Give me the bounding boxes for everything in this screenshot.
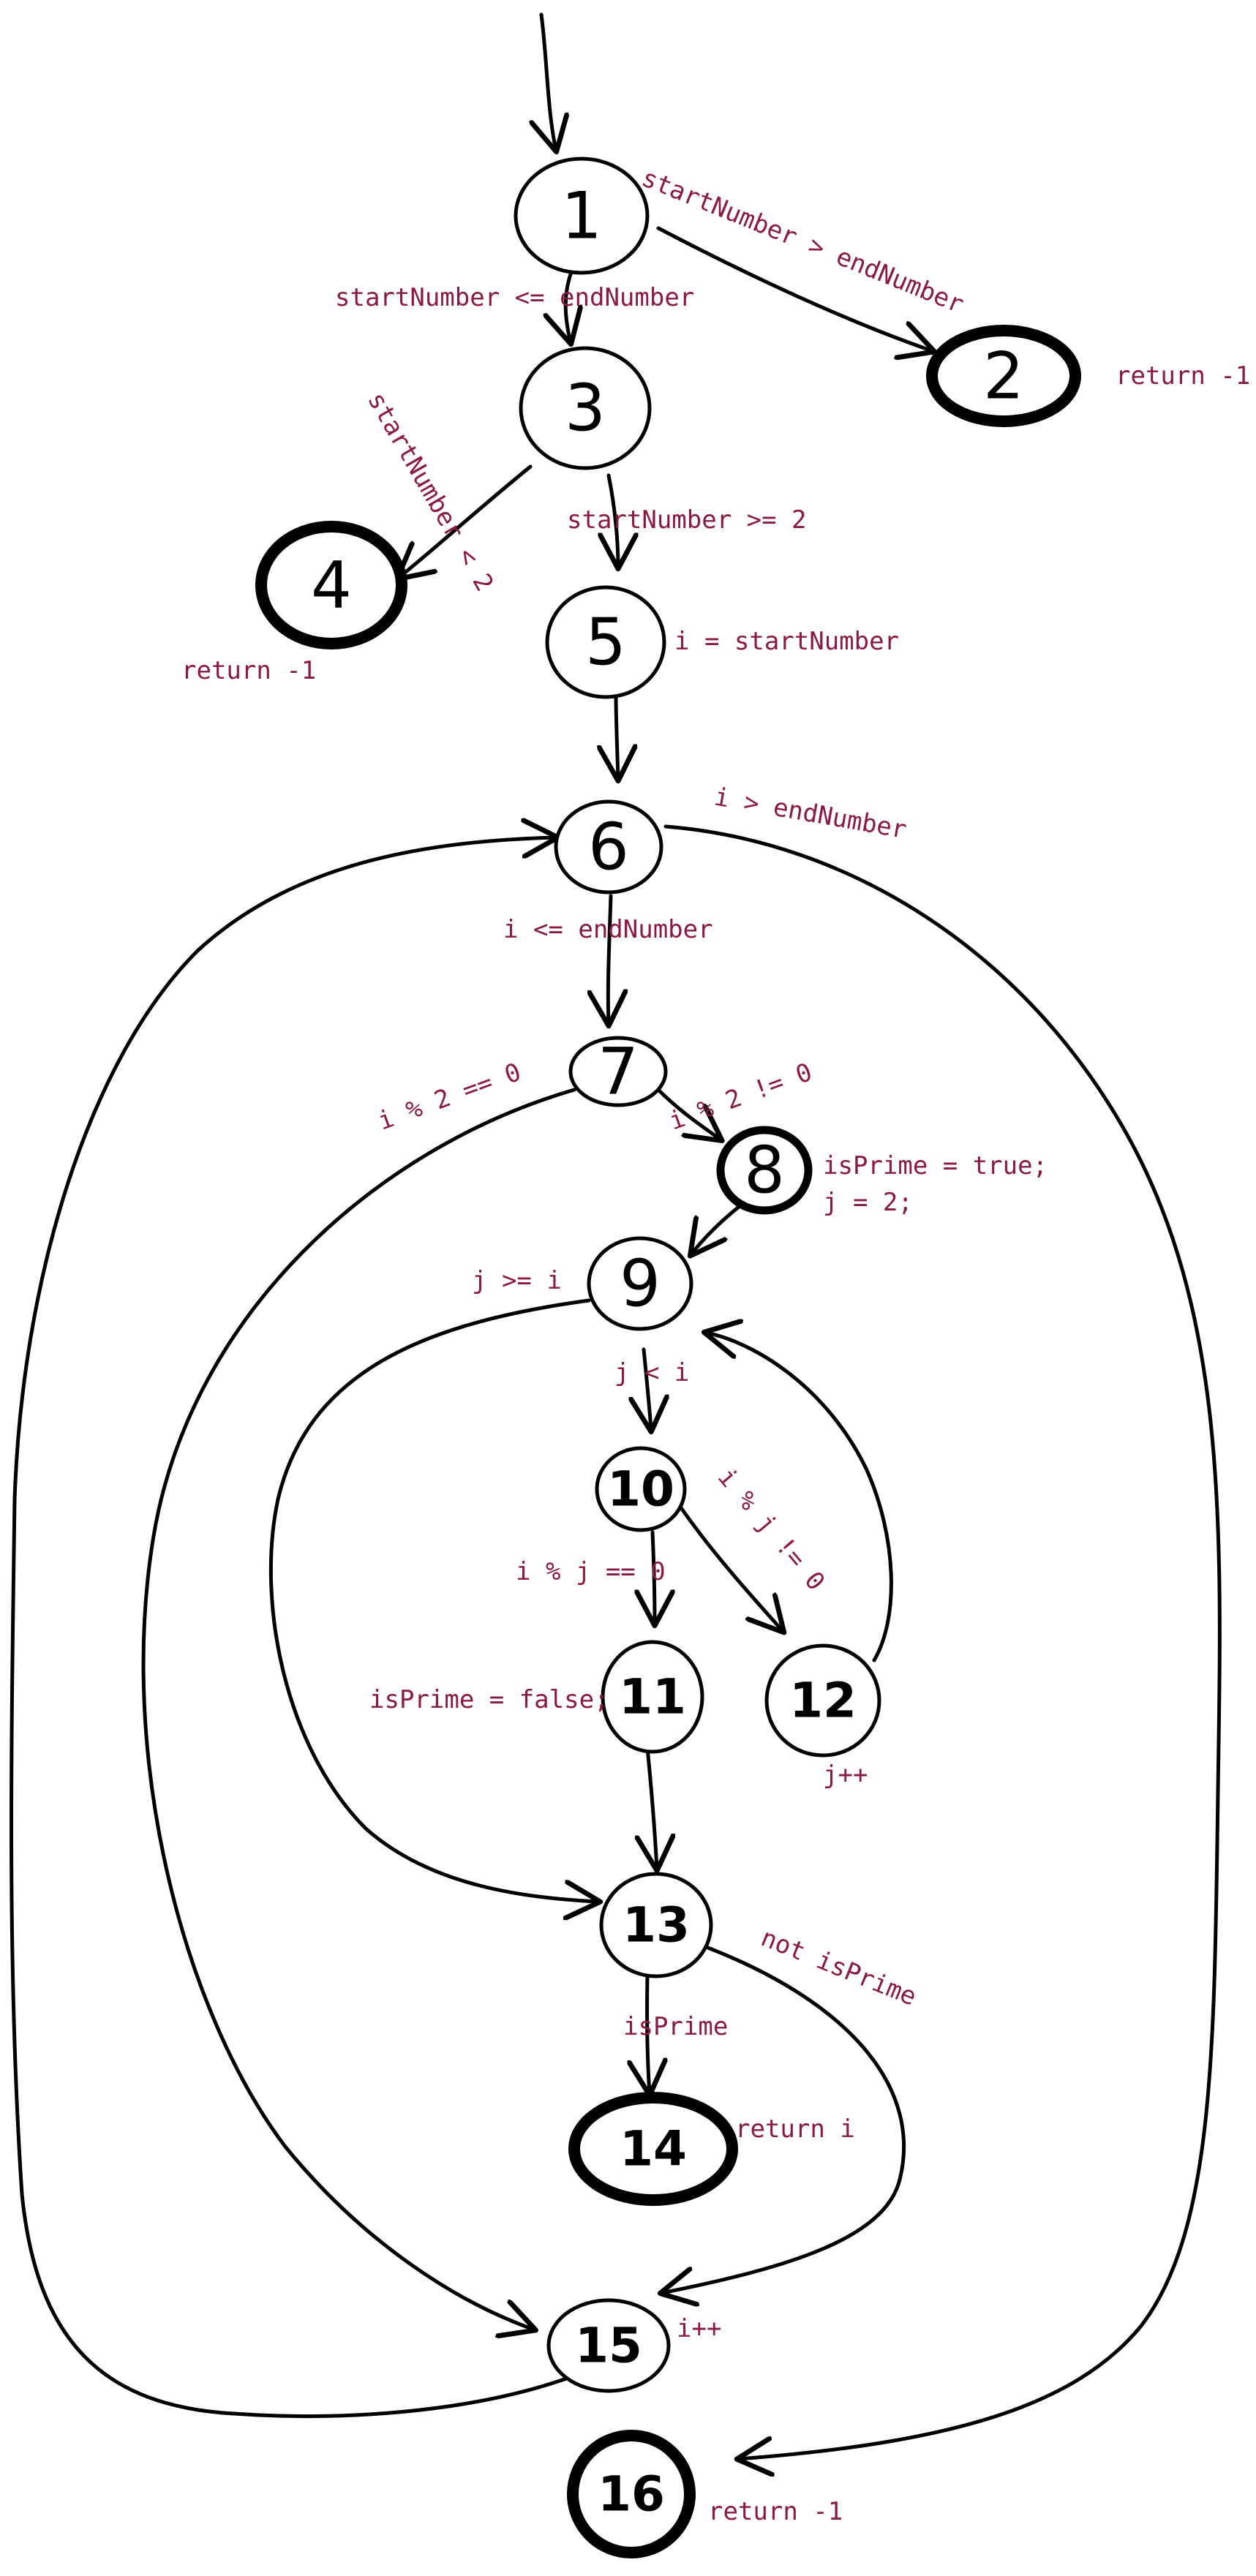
node-4: 4 xyxy=(255,521,407,649)
node-notes: return -1 return -1 i = startNumber isPr… xyxy=(181,361,1250,2526)
node-13: 13 xyxy=(599,1872,713,1978)
label-10-12: i % j != 0 xyxy=(712,1463,830,1597)
label-9-10: j < i xyxy=(614,1358,689,1387)
edge-entry-1 xyxy=(541,12,556,150)
edge-labels: startNumber > endNumber startNumber <= e… xyxy=(335,163,968,2041)
label-6-16: i > endNumber xyxy=(712,782,909,845)
edge-6-16 xyxy=(663,824,1222,2459)
edge-8-9 xyxy=(691,1205,741,1254)
label-1-3: startNumber <= endNumber xyxy=(335,283,694,312)
note-node-2: return -1 xyxy=(1116,361,1250,391)
label-3-5: startNumber >= 2 xyxy=(567,505,807,535)
edges xyxy=(10,12,1222,2459)
node-8: 8 xyxy=(716,1126,813,1215)
node-16-label: 16 xyxy=(598,2466,665,2523)
note-node-15: i++ xyxy=(677,2314,721,2343)
label-9-13: j >= i xyxy=(472,1266,562,1295)
label-7-15: i % 2 == 0 xyxy=(374,1058,524,1137)
node-9: 9 xyxy=(587,1236,693,1331)
node-1-label: 1 xyxy=(561,178,602,254)
edge-12-9 xyxy=(706,1333,893,1662)
node-1: 1 xyxy=(514,157,650,275)
edge-10-11 xyxy=(653,1530,655,1624)
edge-6-7 xyxy=(608,894,611,1024)
edge-3-5 xyxy=(609,473,618,567)
node-5-label: 5 xyxy=(585,605,626,680)
node-12: 12 xyxy=(764,1643,881,1758)
node-10: 10 xyxy=(595,1446,687,1532)
node-14: 14 xyxy=(568,2092,738,2206)
edge-9-10 xyxy=(644,1347,651,1430)
note-node-12: j++ xyxy=(823,1760,868,1790)
note-node-11: isPrime = false; xyxy=(369,1685,609,1714)
node-12-label: 12 xyxy=(789,1673,857,1729)
node-6-label: 6 xyxy=(588,810,629,885)
node-7-label: 7 xyxy=(598,1034,639,1110)
note-node-16: return -1 xyxy=(708,2497,843,2526)
node-14-label: 14 xyxy=(620,2121,687,2177)
edge-1-2 xyxy=(656,226,933,351)
node-7: 7 xyxy=(568,1034,668,1110)
edge-7-15 xyxy=(141,1088,576,2330)
edge-13-15 xyxy=(662,1943,906,2293)
note-node-8-line1: isPrime = true; xyxy=(823,1151,1048,1180)
edge-11-13 xyxy=(647,1746,657,1869)
label-13-15: not isPrime xyxy=(757,1923,921,2011)
node-2-label: 2 xyxy=(983,339,1024,414)
label-7-8: i % 2 != 0 xyxy=(665,1058,816,1137)
label-6-7: i <= endNumber xyxy=(503,915,713,944)
node-3-label: 3 xyxy=(565,371,606,446)
edge-13-14 xyxy=(647,1973,650,2093)
edge-3-4 xyxy=(399,464,533,578)
node-13-label: 13 xyxy=(623,1897,690,1954)
node-6: 6 xyxy=(554,799,663,895)
node-11: 11 xyxy=(601,1640,704,1754)
node-4-label: 4 xyxy=(311,548,352,623)
label-10-11: i % j == 0 xyxy=(516,1557,666,1586)
edge-10-12 xyxy=(678,1504,783,1631)
edge-5-6 xyxy=(616,693,618,779)
edge-7-8 xyxy=(656,1088,721,1140)
node-10-label: 10 xyxy=(607,1461,674,1518)
node-11-label: 11 xyxy=(619,1669,686,1725)
node-2: 2 xyxy=(926,325,1081,427)
node-5: 5 xyxy=(545,585,666,699)
edge-15-6 xyxy=(10,837,573,2418)
note-node-8-line2: j = 2; xyxy=(823,1188,913,1217)
note-node-5: i = startNumber xyxy=(674,627,899,656)
node-3: 3 xyxy=(519,346,652,470)
node-9-label: 9 xyxy=(620,1246,661,1322)
edge-9-13 xyxy=(268,1298,598,1902)
node-8-label: 8 xyxy=(744,1133,785,1208)
note-node-4: return -1 xyxy=(181,656,316,685)
node-15-label: 15 xyxy=(575,2318,642,2374)
label-13-14: isPrime xyxy=(623,2012,728,2041)
edge-1-3 xyxy=(565,272,571,342)
note-node-14: return i xyxy=(735,2114,855,2144)
node-16: 16 xyxy=(567,2430,696,2558)
node-15: 15 xyxy=(546,2298,671,2393)
